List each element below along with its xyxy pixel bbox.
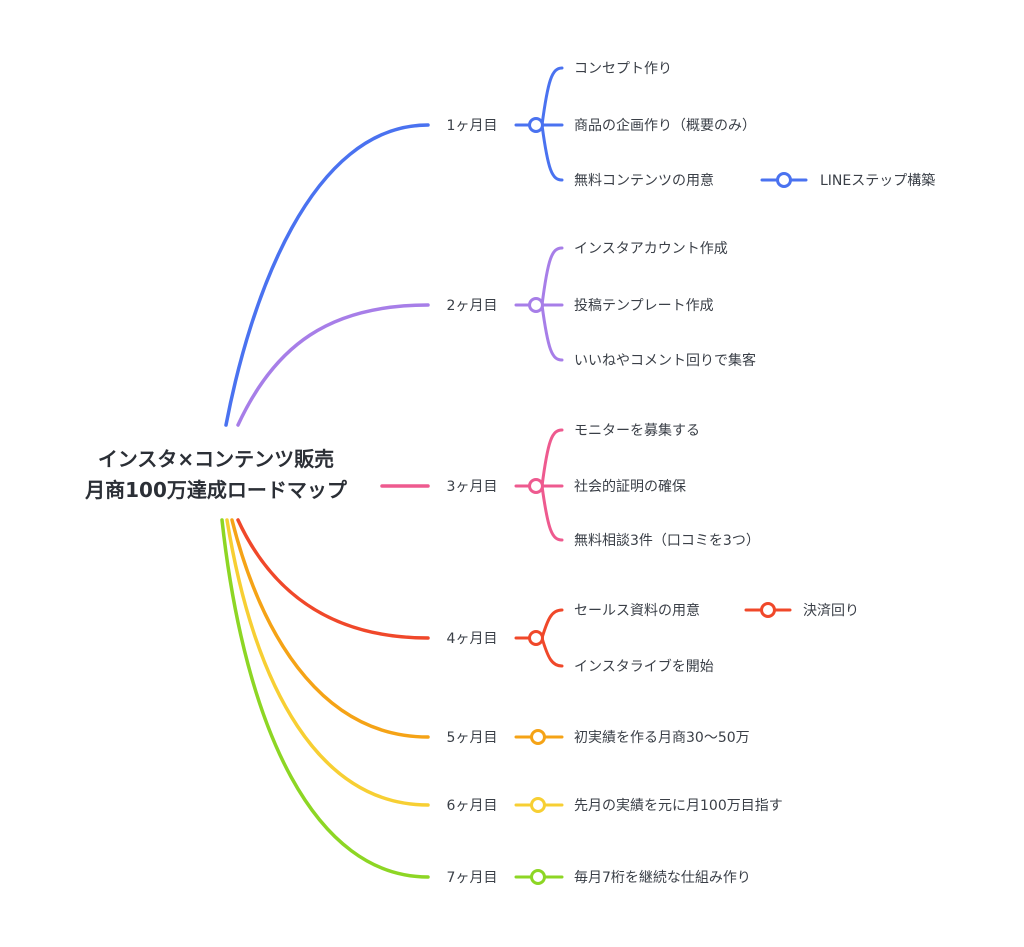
month-5-label[interactable]: 5ヶ月目 xyxy=(447,730,498,746)
junction-month-7[interactable] xyxy=(530,869,546,885)
edge-root-month-4 xyxy=(236,518,430,640)
edge-month-3-child-1 xyxy=(540,428,564,488)
month-6-label[interactable]: 6ヶ月目 xyxy=(447,798,498,814)
month-1-task-3[interactable]: 無料コンテンツの用意 xyxy=(574,172,714,189)
month-3-label[interactable]: 3ヶ月目 xyxy=(447,479,498,495)
root-title-line-2: 月商100万達成ロードマップ xyxy=(84,478,348,502)
junction-month-3[interactable] xyxy=(528,478,544,494)
junction-month-1[interactable] xyxy=(528,117,544,133)
month-4-task-2[interactable]: インスタライブを開始 xyxy=(574,658,714,675)
month-2-task-1[interactable]: インスタアカウント作成 xyxy=(574,241,728,257)
junction-month-2[interactable] xyxy=(528,297,544,313)
month-2-task-2[interactable]: 投稿テンプレート作成 xyxy=(574,298,714,314)
month-7-label[interactable]: 7ヶ月目 xyxy=(447,870,498,886)
month-1-task-3-sub[interactable]: LINEステップ構築 xyxy=(820,173,935,189)
month-4-task-1-sub[interactable]: 決済回り xyxy=(803,603,859,619)
junction-month-6[interactable] xyxy=(530,797,546,813)
junction-month-4-sub[interactable] xyxy=(760,602,776,618)
junction-month-4[interactable] xyxy=(528,630,544,646)
month-7-task-1[interactable]: 毎月7桁を継続な仕組み作り xyxy=(574,869,751,886)
month-2-label[interactable]: 2ヶ月目 xyxy=(447,298,498,314)
edge-month-3-child-3 xyxy=(540,484,564,542)
month-1-label[interactable]: 1ヶ月目 xyxy=(447,118,498,134)
edge-root-month-5 xyxy=(230,518,430,739)
root-title-line-1: インスタ×コンテンツ販売 xyxy=(98,447,334,471)
edge-month-2-child-1 xyxy=(540,246,564,307)
edge-root-month-1 xyxy=(224,123,430,427)
month-2-task-3[interactable]: いいねやコメント回りで集客 xyxy=(574,352,756,369)
month-labels: 1ヶ月目 2ヶ月目 3ヶ月目 4ヶ月目 5ヶ月目 6ヶ月目 7ヶ月目 xyxy=(447,118,498,886)
junction-month-5[interactable] xyxy=(530,729,546,745)
month-1-task-1[interactable]: コンセプト作り xyxy=(574,61,672,77)
edge-month-1-child-1 xyxy=(540,66,564,127)
month-4-task-1[interactable]: セールス資料の用意 xyxy=(574,602,700,619)
month-3-task-3[interactable]: 無料相談3件（口コミを3つ） xyxy=(574,533,760,549)
edge-month-2-child-3 xyxy=(540,303,564,362)
edge-month-4-child-2 xyxy=(540,636,564,668)
junction-month-1-sub[interactable] xyxy=(776,172,792,188)
edge-month-4-child-1 xyxy=(540,608,564,640)
month-1-task-2[interactable]: 商品の企画作り（概要のみ） xyxy=(574,117,756,134)
month-5-task-1[interactable]: 初実績を作る月商30〜50万 xyxy=(574,729,750,746)
edge-month-1-child-3 xyxy=(540,123,564,182)
month-6-task-1[interactable]: 先月の実績を元に月100万目指す xyxy=(574,798,783,814)
edges-layer xyxy=(220,66,808,879)
junctions-layer xyxy=(528,117,792,885)
month-3-task-2[interactable]: 社会的証明の確保 xyxy=(574,479,686,495)
month-3-task-1[interactable]: モニターを募集する xyxy=(574,422,700,439)
task-labels: コンセプト作り 商品の企画作り（概要のみ） 無料コンテンツの用意 LINEステッ… xyxy=(574,61,935,886)
month-4-label[interactable]: 4ヶ月目 xyxy=(447,631,498,647)
edge-root-month-6 xyxy=(225,518,430,807)
root-node[interactable]: インスタ×コンテンツ販売 月商100万達成ロードマップ xyxy=(84,447,348,502)
edge-root-month-7 xyxy=(220,518,430,879)
edge-root-month-2 xyxy=(236,303,430,427)
